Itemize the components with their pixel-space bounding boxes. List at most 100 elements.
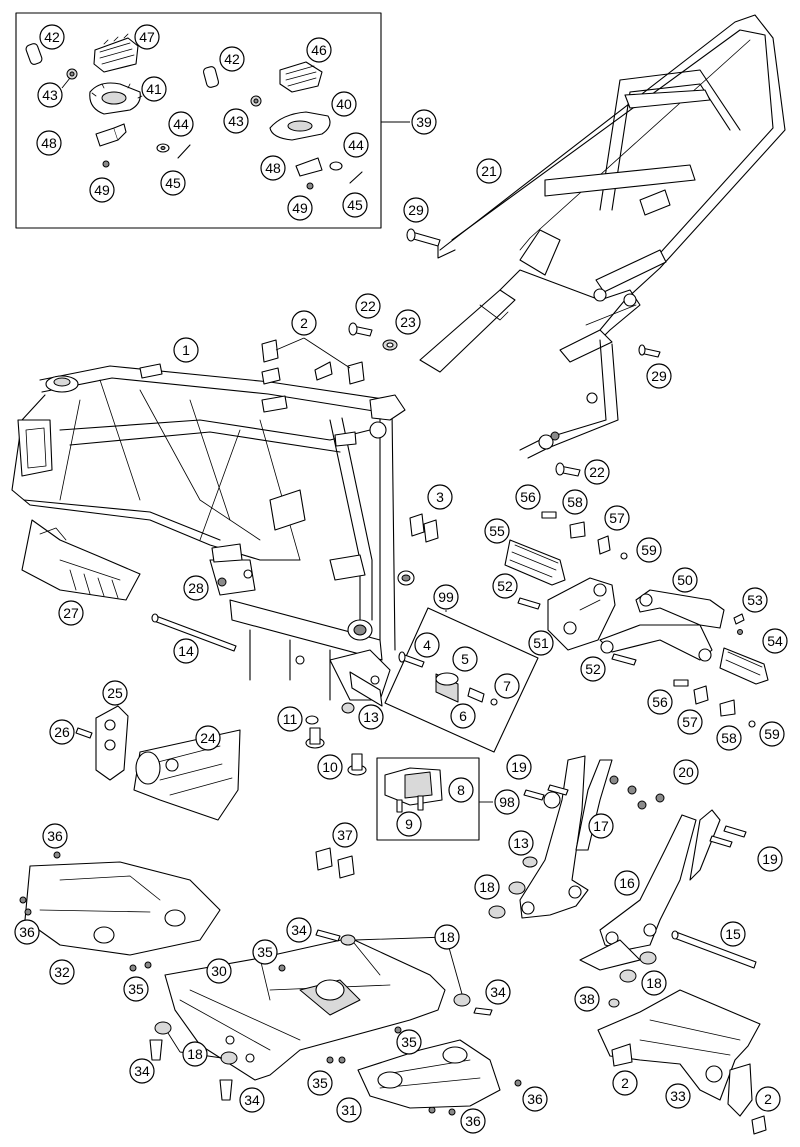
callout-number: 31 (341, 1102, 357, 1118)
callout-circle (58, 600, 84, 626)
callout-c-57b: 57 (677, 709, 703, 735)
callout-c-29b: 29 (646, 363, 672, 389)
callout-circle (195, 725, 221, 751)
callout-number: 47 (139, 29, 155, 45)
callout-circle (49, 959, 75, 985)
kit-98-guide-8 (384, 767, 443, 806)
callout-circle (562, 489, 588, 515)
callout-number: 13 (363, 709, 379, 725)
callout-c-21: 21 (476, 158, 502, 184)
callout-c-11: 11 (277, 706, 303, 732)
callout-circle (476, 158, 502, 184)
footpeg-kit-box (15, 12, 410, 229)
callout-circle (485, 979, 511, 1005)
callout-number: 20 (678, 764, 694, 780)
footpeg-cotter-right (349, 171, 363, 184)
callout-circle (665, 1083, 691, 1109)
callout-c-23: 23 (395, 309, 421, 335)
callout-number: 18 (187, 1046, 203, 1062)
callout-number: 24 (200, 730, 216, 746)
callout-c-35a: 35 (252, 939, 278, 965)
skid-plate-30 (164, 937, 446, 1081)
footpeg-bracket-51 (547, 577, 616, 651)
callout-c-22a: 22 (355, 293, 381, 319)
callout-number: 17 (593, 818, 609, 834)
callout-number: 45 (165, 175, 181, 191)
callout-circle (755, 1086, 781, 1112)
clip-59a (620, 552, 628, 560)
callout-number: 13 (513, 835, 529, 851)
callout-circle (414, 632, 440, 658)
callout-circle (252, 939, 278, 965)
callout-circle (450, 703, 476, 729)
clips-37 (315, 847, 355, 879)
callout-number: 58 (567, 494, 583, 510)
callout-number: 39 (416, 114, 432, 130)
footpeg-46 (279, 61, 323, 93)
kit-99-nut-7 (490, 698, 498, 706)
callout-circle (182, 1041, 208, 1067)
callout-circle (604, 505, 630, 531)
callout-c-36d: 36 (460, 1108, 486, 1134)
subframe-bolt-29b (638, 344, 661, 358)
callout-circle (574, 986, 600, 1012)
pin-56a (541, 511, 557, 519)
callout-circle (260, 155, 286, 181)
callout-number: 1 (182, 342, 190, 358)
footpeg-spring-right (250, 95, 262, 107)
callout-c-31: 31 (336, 1097, 362, 1123)
callout-c-58a: 58 (562, 489, 588, 515)
footpeg-40 (269, 111, 331, 141)
bracket-16 (579, 809, 721, 971)
callout-number: 29 (408, 202, 424, 218)
callout-circle (141, 76, 167, 102)
footpeg-spring-left (61, 68, 78, 89)
callout-number: 29 (651, 368, 667, 384)
callout-number: 36 (527, 1091, 543, 1107)
callout-number: 19 (762, 851, 778, 867)
callout-c-39: 39 (411, 109, 437, 135)
callout-circle (522, 1086, 548, 1112)
callout-c-3: 3 (427, 484, 453, 510)
callout-c-10: 10 (317, 754, 343, 780)
callout-number: 14 (178, 643, 194, 659)
callout-number: 19 (511, 759, 527, 775)
chain-guide-kit-box (376, 757, 493, 841)
callout-number: 11 (283, 711, 298, 727)
callout-c-17: 17 (588, 813, 614, 839)
kit-99-bolt-4 (398, 651, 425, 668)
callout-circle (508, 830, 534, 856)
spring-57a (597, 535, 611, 555)
callout-c-59a: 59 (636, 537, 662, 563)
callout-circle (37, 82, 63, 108)
callout-c-55: 55 (484, 518, 510, 544)
callout-c-33: 33 (665, 1083, 691, 1109)
callout-number: 34 (291, 922, 307, 938)
callout-circle (580, 656, 606, 682)
callout-number: 56 (520, 489, 536, 505)
callout-number: 18 (646, 975, 662, 991)
callout-c-18d: 18 (182, 1041, 208, 1067)
callout-number: 21 (481, 163, 497, 179)
callout-number: 18 (479, 879, 495, 895)
callout-circle (160, 170, 186, 196)
callout-circle (484, 518, 510, 544)
subframe (419, 14, 786, 459)
callout-circle (396, 811, 422, 837)
footpeg-cotter-left (177, 144, 191, 159)
callout-c-18c: 18 (641, 970, 667, 996)
callout-c-34d: 34 (239, 1087, 265, 1113)
callout-c-9: 9 (396, 811, 422, 837)
callout-number: 54 (767, 633, 783, 649)
footpeg-washer-left (156, 143, 170, 153)
callout-circle (39, 24, 65, 50)
callout-c-18b: 18 (434, 924, 460, 950)
screw-26 (75, 727, 93, 739)
bracket-17 (519, 755, 613, 919)
bushings-18c (619, 951, 657, 983)
callout-circle (742, 587, 768, 613)
callout-c-42a: 42 (39, 24, 65, 50)
callout-c-35d: 35 (307, 1070, 333, 1096)
